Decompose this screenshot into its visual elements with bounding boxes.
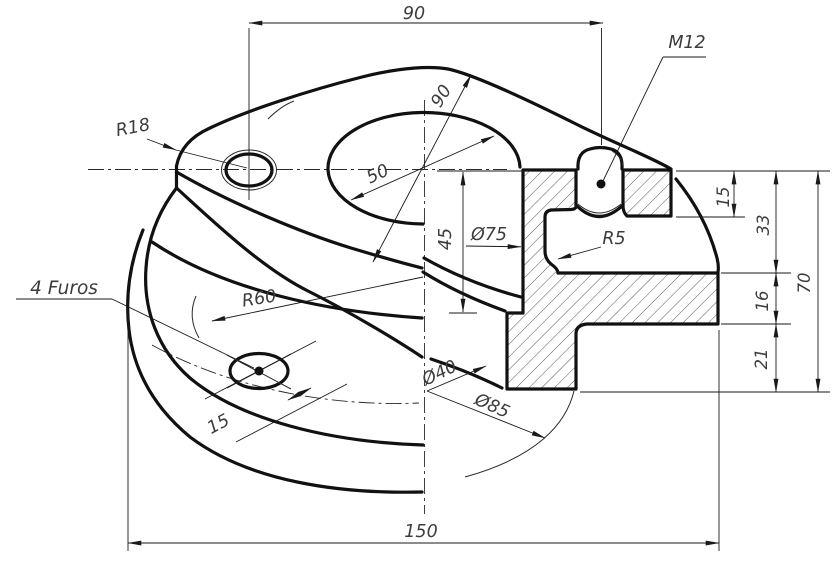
r18-leader [146, 138, 177, 151]
m12-center-dot [596, 179, 606, 189]
r60-ref-arc [191, 295, 200, 339]
r5-leader [557, 246, 602, 260]
top-face-detail-arc [267, 100, 295, 120]
dia-75-leader [465, 244, 522, 250]
middle-cylinder-silhouette [144, 186, 425, 447]
label-r18: R18 [114, 115, 152, 141]
base-cylinder-silhouette [126, 228, 424, 494]
centerlines [88, 100, 507, 514]
label-dia-75: Ø75 [470, 225, 507, 245]
dim-15-offset-ref2 [235, 383, 348, 443]
dimension-lines [16, 20, 830, 551]
furos-leader [111, 298, 255, 369]
label-r60: R60 [241, 286, 278, 311]
label-r5: R5 [602, 229, 625, 249]
m12-exit-arch [574, 203, 625, 219]
dim-15-offset-ref1 [204, 340, 317, 400]
label-dia-85: Ø85 [471, 390, 513, 423]
section-cut [505, 168, 720, 391]
top-face-edge [174, 65, 673, 171]
label-dim-45: 45 [436, 228, 456, 250]
hub-front-edge-lower [174, 186, 424, 359]
label-dim-50: 50 [364, 161, 393, 189]
lower-bore-arc [429, 357, 504, 390]
dim-15-offset-line [287, 387, 312, 401]
dia-85-leader [426, 390, 546, 439]
m12-leader [602, 56, 664, 182]
m12-thread-arc [577, 203, 622, 214]
hub-diameter-ref-arc [464, 390, 575, 478]
flange-hole [228, 351, 290, 391]
bore-ellipse-top [326, 110, 522, 172]
bore-step-arc-upper [422, 256, 523, 299]
bolt-pitch-arc-centerline [151, 344, 420, 404]
m12-mouth-thread-arc [611, 150, 624, 167]
dia-40-leader [426, 365, 487, 392]
section-main-profile [505, 168, 720, 391]
dim-50-diag-line [350, 135, 495, 201]
label-dim-15-right: 15 [714, 187, 733, 208]
label-dim-33: 33 [754, 215, 773, 236]
boss-round-edge [674, 177, 720, 274]
label-dim-15-offset: 15 [204, 411, 233, 439]
label-dim-21: 21 [752, 349, 771, 370]
r18-leader-tail [175, 149, 248, 169]
flange-front-edge-middle [150, 240, 424, 320]
label-4-furos: 4 Furos [30, 278, 98, 299]
section-right-block [621, 168, 673, 218]
r60-leader [211, 276, 424, 322]
label-m12: M12 [668, 33, 705, 53]
label-dim-90-diag: 90 [427, 82, 456, 111]
label-dim-90-top: 90 [403, 4, 425, 24]
label-dim-16: 16 [753, 291, 772, 312]
m12-mouth-dome [576, 145, 624, 171]
label-dim-150: 150 [404, 522, 437, 542]
label-dim-70: 70 [795, 273, 814, 294]
